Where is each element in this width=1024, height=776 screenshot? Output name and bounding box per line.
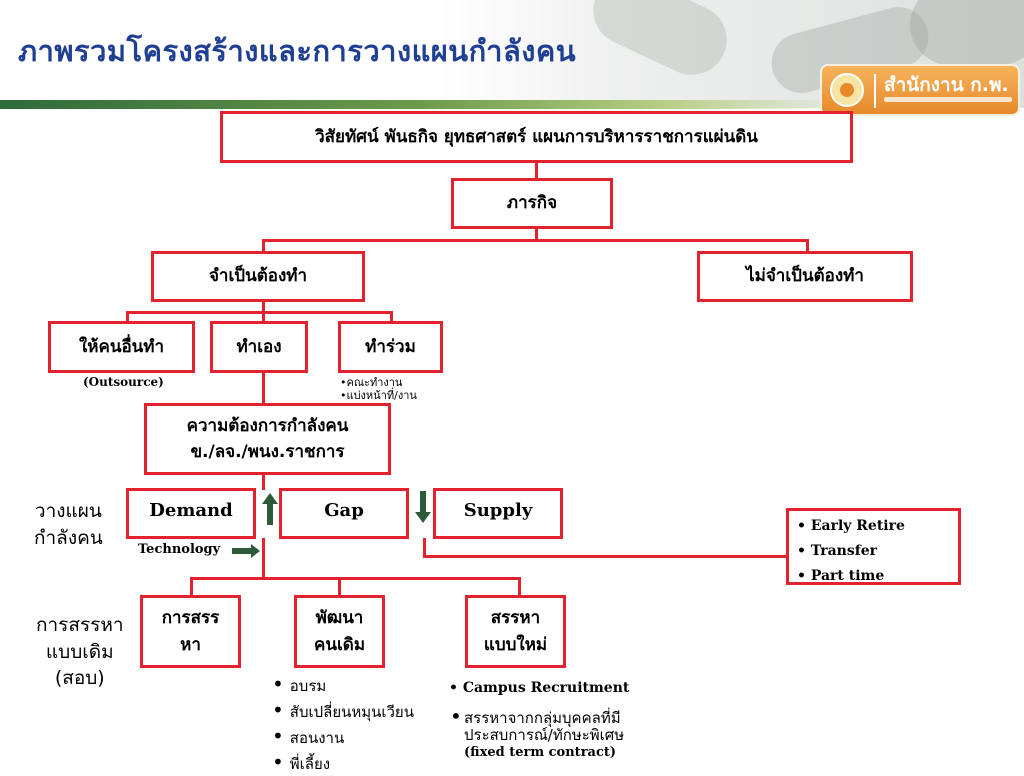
planning-line2: กำลังคน — [34, 526, 103, 549]
old-line3: (สอบ) — [54, 667, 105, 690]
ocsc-logo: สำนักงาน ก.พ. — [820, 64, 1020, 116]
option-transfer: Transfer — [797, 539, 950, 564]
develop-item: อบรม — [272, 672, 414, 698]
header-background — [440, 0, 1024, 108]
develop-line2: คนเดิม — [313, 634, 366, 655]
not-must-do-box: ไม่จำเป็นต้องทำ — [697, 251, 913, 302]
experienced-line1: สรรหาจากกลุ่มบุคคลที่มี — [464, 709, 621, 727]
self-box: ทำเอง — [210, 321, 308, 373]
old-line2: แบบเดิม — [45, 640, 114, 663]
new-line1: สรรหา — [490, 608, 541, 629]
need-line2: ข./ลจ./พนง.ราชการ — [190, 442, 345, 462]
recruit-line2: หา — [180, 634, 201, 655]
connector-vision-mission — [535, 162, 538, 180]
develop-item: สับเปลี่ยนหมุนเวียน — [272, 698, 414, 724]
must-do-box: จำเป็นต้องทำ — [151, 251, 365, 302]
connector-to-must — [262, 239, 265, 253]
mission-box: ภารกิจ — [451, 178, 613, 229]
outsource-note: (Outsource) — [83, 375, 164, 389]
connector-to-new — [518, 577, 521, 597]
vision-box: วิสัยทัศน์ พันธกิจ ยุทธศาสตร์ แผนการบริห… — [220, 111, 853, 163]
demand-box: Demand — [126, 488, 256, 539]
develop-line1: พัฒนา — [315, 608, 364, 629]
gap-box: Gap — [279, 488, 409, 539]
up-arrow-icon — [262, 493, 278, 525]
right-arrow-icon — [232, 544, 260, 558]
connector-must-branch — [126, 311, 392, 314]
connector-to-develop — [338, 577, 341, 597]
connector-to-recruit — [190, 577, 193, 597]
recruit-box: การสรร หา — [140, 595, 241, 668]
old-recruit-label: การสรรหา แบบเดิม (สอบ) — [36, 612, 124, 692]
joint-box: ทำร่วม — [338, 321, 443, 373]
joint-note-2: •แบ่งหน้าที่/งาน — [340, 389, 417, 402]
option-part-time: Part time — [797, 564, 950, 589]
develop-item: พี่เลี้ยง — [272, 750, 414, 776]
old-line1: การสรรหา — [36, 614, 124, 636]
technology-label: Technology — [138, 542, 221, 557]
connector-supply-down — [423, 538, 426, 557]
new-recruit-box: สรรหา แบบใหม่ — [465, 595, 566, 668]
new-line2: แบบใหม่ — [483, 634, 548, 655]
bullet-icon: • — [450, 704, 462, 728]
connector-need-gap — [262, 474, 265, 490]
planning-label: วางแผน กำลังคน — [34, 498, 103, 551]
connector-to-self — [262, 311, 265, 323]
page-title: ภาพรวมโครงสร้างและการวางแผนกำลังคน — [18, 34, 577, 68]
connector-must-down — [262, 301, 265, 313]
logo-name: สำนักงาน ก.พ. — [884, 74, 1009, 96]
connector-self-need — [262, 372, 265, 405]
experienced-line3: (fixed term contract) — [464, 745, 617, 760]
connector-mission-down — [535, 228, 538, 240]
joint-note: •คณะทำงาน •แบ่งหน้าที่/งาน — [340, 376, 417, 402]
need-line1: ความต้องการกำลังคน — [186, 415, 349, 436]
down-arrow-icon — [415, 491, 431, 523]
develop-box: พัฒนา คนเดิม — [294, 595, 385, 668]
develop-list: อบรม สับเปลี่ยนหมุนเวียน สอนงาน พี่เลี้ย… — [272, 672, 414, 776]
connector-mission-branch — [262, 239, 808, 242]
connector-to-joint — [390, 311, 393, 323]
supply-options-box: Early Retire Transfer Part time — [786, 508, 961, 585]
supply-box: Supply — [433, 488, 563, 539]
campus-recruitment: • Campus Recruitment — [449, 680, 630, 696]
manpower-need-box: ความต้องการกำลังคน ข./ลจ./พนง.ราชการ — [144, 403, 391, 475]
option-early-retire: Early Retire — [797, 514, 950, 539]
planning-line1: วางแผน — [34, 500, 102, 522]
develop-item: สอนงาน — [272, 724, 414, 750]
joint-note-1: •คณะทำงาน — [340, 376, 403, 389]
experienced-line2: ประสบการณ์/ทักษะพิเศษ — [464, 726, 625, 744]
recruit-line1: การสรร — [161, 608, 220, 629]
connector-supply-options — [423, 555, 786, 558]
seal-icon — [830, 73, 864, 107]
connector-gap-recruit — [262, 538, 265, 578]
connector-to-notmust — [806, 239, 809, 253]
connector-to-outsource — [126, 311, 129, 323]
experienced-recruitment: สรรหาจากกลุ่มบุคคลที่มี ประสบการณ์/ทักษะ… — [464, 710, 624, 761]
outsource-box: ให้คนอื่นทำ — [48, 321, 195, 373]
header-divider — [0, 100, 840, 109]
connector-recruit-branch — [190, 577, 520, 580]
